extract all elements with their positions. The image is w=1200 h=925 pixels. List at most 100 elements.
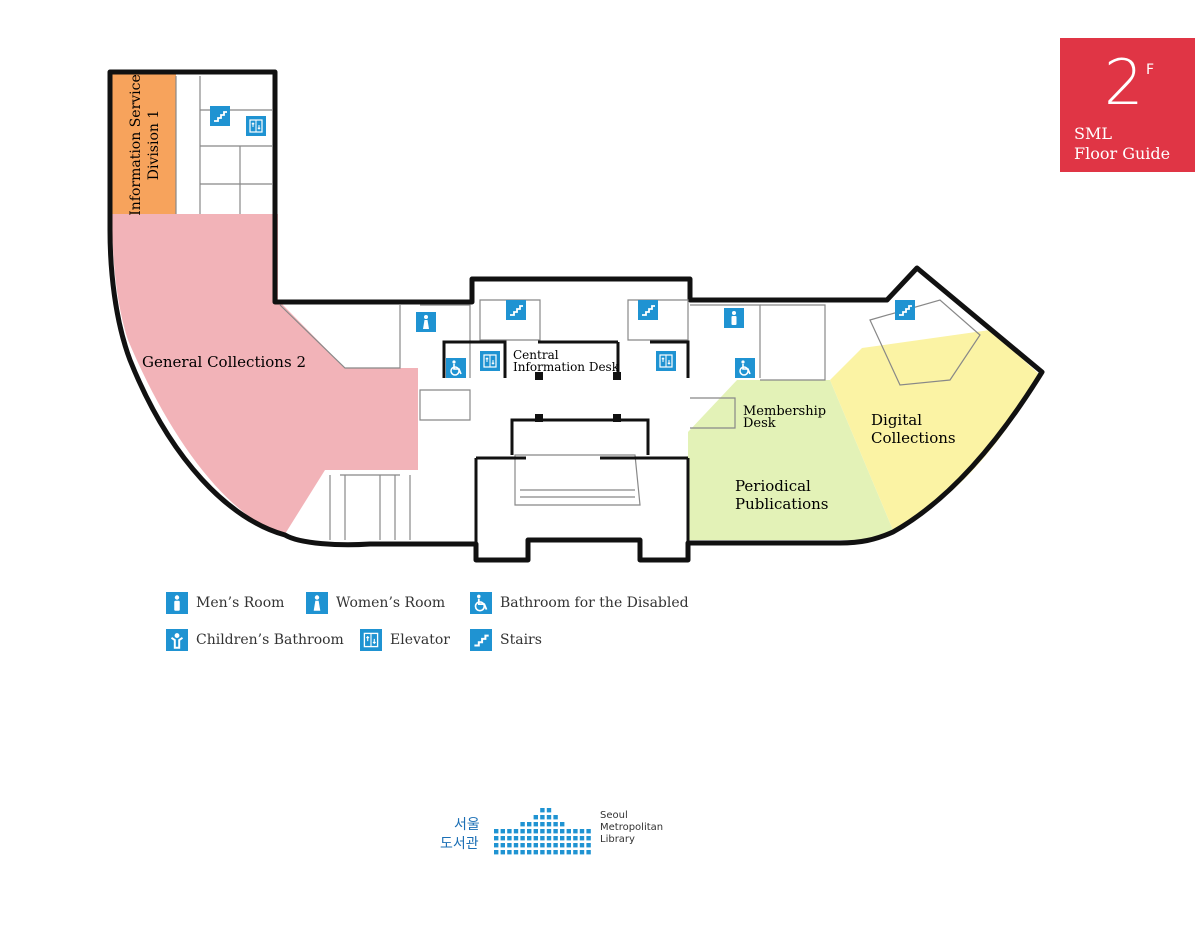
elevator-icon xyxy=(245,115,267,137)
logo-dot xyxy=(513,850,519,855)
womens-room-icon xyxy=(306,592,328,614)
legend-item-womens: Women’s Room xyxy=(306,592,445,614)
digital-collections-area xyxy=(830,330,1040,530)
mens-room-icon xyxy=(166,592,188,614)
central-desk-label-line2: Information Desk xyxy=(513,360,620,374)
childrens-bathroom-icon xyxy=(166,629,188,651)
elevator-icon xyxy=(479,350,501,372)
disabled-bathroom-icon xyxy=(734,357,756,379)
logo-dot xyxy=(546,850,552,855)
logo-dot xyxy=(560,850,565,855)
logo-dot xyxy=(533,822,538,827)
logo-dot xyxy=(540,822,545,827)
stairs-icon xyxy=(637,299,659,321)
seoul-library-logo: 서울 도서관 Seoul Metropolitan Library xyxy=(440,798,663,858)
digital-label-line2: Collections xyxy=(871,429,956,447)
logo-korean-line2: 도서관 xyxy=(440,836,479,852)
logo-dot xyxy=(560,829,565,834)
logo-dot xyxy=(533,843,538,848)
logo-dot xyxy=(500,843,505,848)
logo-dot xyxy=(566,836,571,841)
logo-dot xyxy=(494,836,499,841)
general-collections-label: General Collections 2 xyxy=(142,353,306,371)
info-service-label-line2: Division 1 xyxy=(146,110,162,181)
legend-item-disabled: Bathroom for the Disabled xyxy=(470,592,689,614)
logo-dot xyxy=(533,850,538,855)
logo-dot xyxy=(546,808,552,813)
logo-english: Seoul Metropolitan Library xyxy=(600,810,663,846)
logo-dot xyxy=(533,829,538,834)
legend-item-stairs: Stairs xyxy=(470,629,542,651)
logo-dot xyxy=(540,815,545,820)
stairs-icon xyxy=(209,105,231,127)
logo-dot xyxy=(546,843,552,848)
floor-badge: 2 F SML Floor Guide xyxy=(1060,38,1195,172)
stairs-icon xyxy=(505,299,527,321)
logo-dot xyxy=(553,850,558,855)
legend-label-womens: Women’s Room xyxy=(336,595,446,611)
badge-line1: SML xyxy=(1074,124,1112,143)
logo-dot xyxy=(546,829,552,834)
membership-desk-label-line1: Membership xyxy=(743,404,826,419)
logo-dot xyxy=(566,829,571,834)
info-service-division-area xyxy=(112,74,176,214)
womens-room-icon xyxy=(416,312,436,332)
periodical-publications-area xyxy=(688,380,893,540)
legend-label-stairs: Stairs xyxy=(500,632,542,648)
logo-dot xyxy=(533,836,538,841)
logo-dot xyxy=(540,829,545,834)
logo-dot xyxy=(566,843,571,848)
logo-dot xyxy=(513,829,519,834)
logo-dot xyxy=(527,836,532,841)
logo-dot xyxy=(507,836,512,841)
logo-dot xyxy=(553,836,558,841)
logo-dot xyxy=(540,808,545,813)
logo-dot xyxy=(553,843,558,848)
logo-dot xyxy=(579,850,585,855)
logo-dot xyxy=(560,836,565,841)
badge-line2: Floor Guide xyxy=(1074,144,1171,163)
logo-dot xyxy=(507,850,512,855)
legend-label-disabled: Bathroom for the Disabled xyxy=(500,595,689,611)
mens-room-icon xyxy=(724,308,744,328)
general-collections-area xyxy=(112,214,418,534)
logo-dot xyxy=(500,836,505,841)
logo-english-line1: Seoul xyxy=(600,810,628,821)
logo-dot xyxy=(553,822,558,827)
logo-dot xyxy=(553,829,558,834)
logo-dot xyxy=(540,836,545,841)
logo-dot xyxy=(507,829,512,834)
logo-dot xyxy=(513,836,519,841)
periodicals-label-line1: Periodical xyxy=(735,477,811,495)
logo-dot xyxy=(579,843,585,848)
logo-dot xyxy=(540,843,545,848)
logo-dot xyxy=(553,815,558,820)
disabled-bathroom-icon xyxy=(445,357,467,379)
elevator-icon xyxy=(655,350,677,372)
logo-dot xyxy=(579,836,585,841)
info-service-label-line1: Information Service xyxy=(128,74,144,216)
logo-dot xyxy=(500,829,505,834)
logo-dot xyxy=(494,843,499,848)
logo-dot xyxy=(560,843,565,848)
legend-label-elevator: Elevator xyxy=(390,632,450,648)
floor-suffix: F xyxy=(1146,62,1155,78)
logo-dot xyxy=(533,815,538,820)
legend: Men’s Room Women’s Room Bathroom for the… xyxy=(166,592,726,662)
membership-desk-label-line2: Desk xyxy=(743,416,776,431)
logo-dot xyxy=(546,815,552,820)
logo-dot xyxy=(520,829,525,834)
elevator-icon xyxy=(360,629,382,651)
building-outline xyxy=(107,69,1045,563)
logo-dot xyxy=(579,829,585,834)
logo-dot xyxy=(520,850,525,855)
digital-label-line1: Digital xyxy=(871,411,922,429)
logo-dot xyxy=(586,843,591,848)
legend-label-mens: Men’s Room xyxy=(196,595,285,611)
logo-dot xyxy=(507,843,512,848)
legend-item-elevator: Elevator xyxy=(360,629,450,651)
logo-dot xyxy=(586,850,591,855)
logo-dot xyxy=(560,822,565,827)
logo-english-line2: Metropolitan xyxy=(600,822,664,833)
